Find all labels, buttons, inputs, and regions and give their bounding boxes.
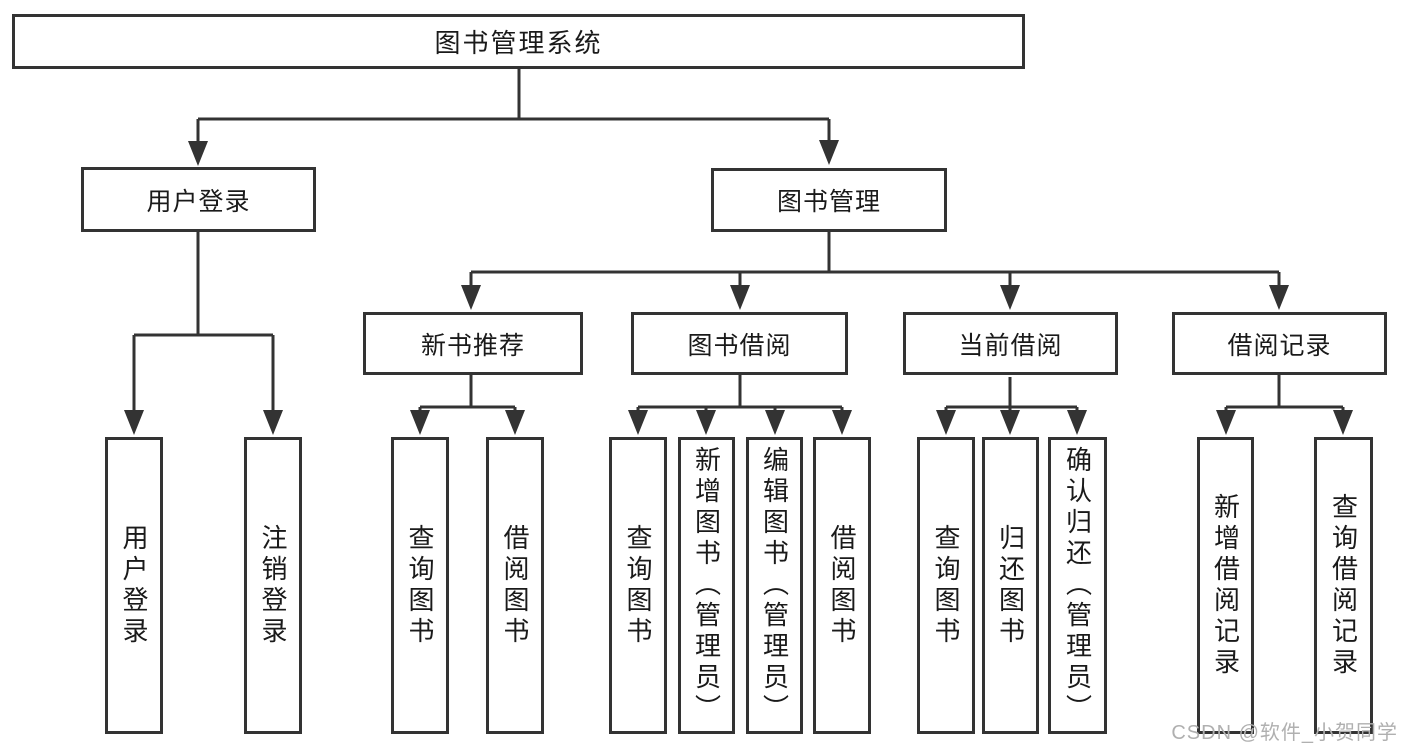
node-label: 新增借阅记录 [1210, 492, 1241, 679]
node-label: 查询图书 [623, 523, 653, 648]
node-label: 查询图书 [931, 523, 961, 648]
node-label: 用户登录 [146, 187, 251, 216]
node-book-management: 图书管理 [711, 168, 947, 232]
node-label: 当前借阅 [958, 331, 1063, 360]
leaf-borrow-books-borrow: 借阅图书 [813, 437, 871, 734]
node-label: 借阅图书 [500, 523, 530, 648]
node-label: 借阅图书 [827, 523, 857, 648]
node-user-login-branch: 用户登录 [81, 167, 316, 232]
node-label: 查询图书 [405, 523, 435, 648]
leaf-add-borrow-record: 新增借阅记录 [1197, 437, 1254, 734]
node-label: 新增图书（管理员） [691, 446, 722, 725]
node-label: 借阅记录 [1227, 331, 1332, 360]
leaf-borrow-books-recommend: 借阅图书 [486, 437, 544, 734]
leaf-user-login: 用户登录 [105, 437, 163, 734]
node-label: 用户登录 [119, 523, 149, 648]
leaf-edit-book-admin: 编辑图书（管理员） [746, 437, 803, 734]
watermark: CSDN @软件_小贺同学 [1171, 722, 1398, 744]
leaf-query-books-borrow: 查询图书 [609, 437, 667, 734]
leaf-logout: 注销登录 [244, 437, 302, 734]
node-label: 新书推荐 [420, 331, 525, 360]
node-book-borrow: 图书借阅 [631, 312, 848, 375]
leaf-query-books-recommend: 查询图书 [391, 437, 449, 734]
leaf-query-books-current: 查询图书 [917, 437, 975, 734]
node-label: 查询借阅记录 [1328, 492, 1359, 679]
node-label: 编辑图书（管理员） [759, 446, 790, 725]
node-label: 确认归还（管理员） [1062, 446, 1093, 725]
node-label: 归还图书 [995, 523, 1026, 648]
leaf-confirm-return-admin: 确认归还（管理员） [1048, 437, 1107, 734]
node-label: 图书管理 [776, 188, 881, 216]
leaf-return-book: 归还图书 [982, 437, 1039, 734]
leaf-query-borrow-record: 查询借阅记录 [1314, 437, 1373, 734]
leaf-add-book-admin: 新增图书（管理员） [678, 437, 735, 734]
node-new-book-recommend: 新书推荐 [363, 312, 583, 375]
node-label: 图书管理系统 [434, 28, 603, 58]
node-borrow-records: 借阅记录 [1172, 312, 1387, 375]
node-root: 图书管理系统 [12, 14, 1025, 69]
node-label: 图书借阅 [687, 331, 792, 360]
node-current-borrow: 当前借阅 [903, 312, 1118, 375]
node-label: 注销登录 [258, 523, 288, 648]
